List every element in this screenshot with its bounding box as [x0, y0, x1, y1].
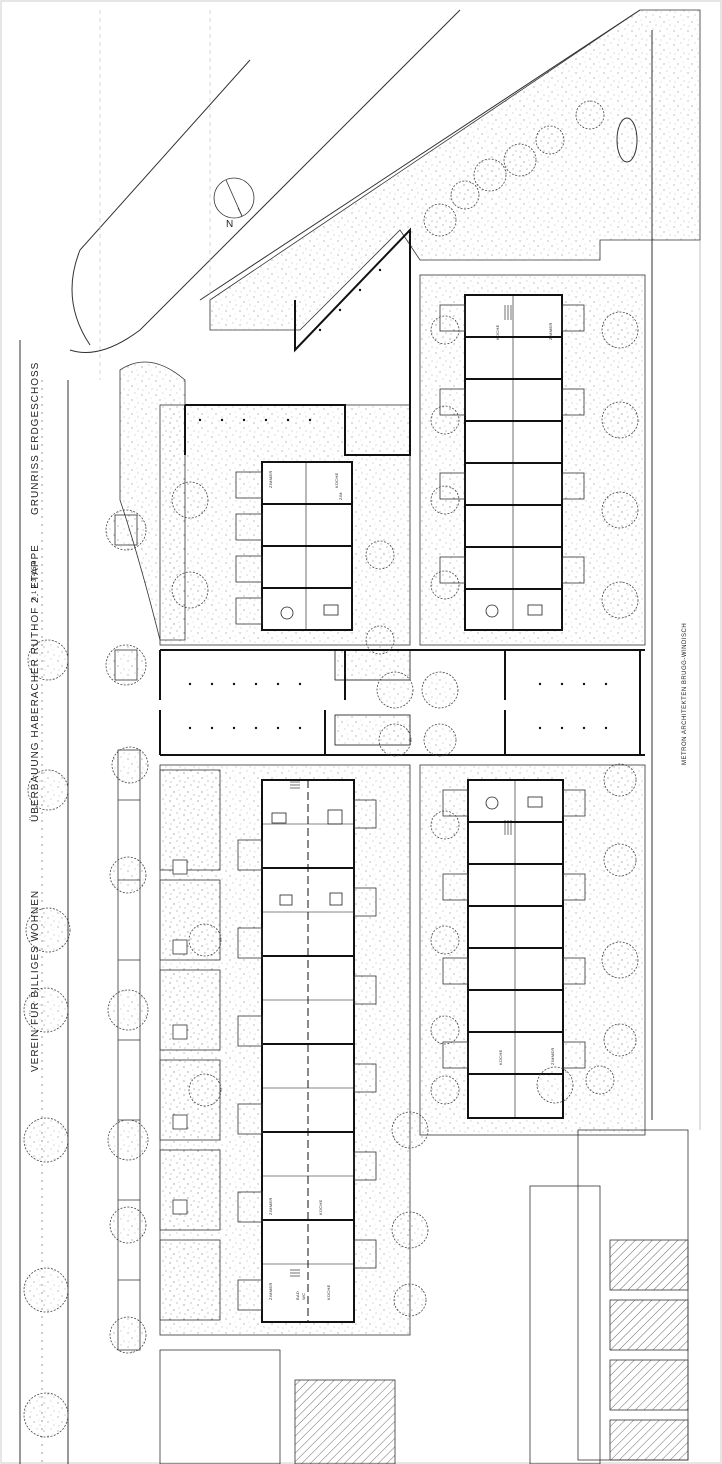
garden-boxes-upper	[235, 304, 585, 625]
trees	[23, 100, 639, 1438]
north-label: N	[226, 219, 234, 230]
lower-left-row-houses	[261, 779, 355, 1323]
room-label-zimmer: ZIMMER	[268, 1197, 273, 1215]
upper-left-row-houses	[261, 461, 353, 631]
architect-credit: METRON ARCHITEKTEN BRUGG-WINDISCH	[682, 622, 688, 765]
stair-marks	[290, 305, 512, 1277]
room-label-bad: BAD	[295, 1290, 300, 1300]
room-label-kuche: KÜCHE	[318, 1199, 323, 1215]
lower-left-entry-boxes	[237, 799, 377, 1311]
lower-left-front-gardens	[159, 769, 221, 1321]
lower-right-row-houses	[467, 779, 564, 1119]
diagonal-road	[69, 9, 641, 353]
title-plan: GRUNRISS ERDGESCHOSS	[30, 361, 41, 515]
room-label-kuche: KÜCHE	[334, 472, 339, 488]
pond	[616, 117, 638, 163]
room-label-zimmer: ZIMMER	[550, 1047, 555, 1065]
parking-dots	[188, 268, 608, 730]
ground-top-right	[209, 9, 701, 331]
room-label-zimmer: ZIMMER	[268, 1282, 273, 1300]
north-arrow	[213, 177, 255, 219]
upper-right-row-houses	[464, 294, 563, 631]
room-label-kuche: KÜCHE	[326, 1284, 331, 1300]
room-label-wc: WC	[301, 1292, 306, 1300]
lower-left-garden-posts	[172, 859, 188, 1215]
furniture	[271, 604, 543, 906]
room-label-zim: ZIM	[338, 492, 343, 500]
room-label-kuche: KÜCHE	[498, 1049, 503, 1065]
room-label-kuche: KÜCHE	[495, 324, 500, 340]
room-label-zimmer: ZIMMER	[548, 322, 553, 340]
scale-bar-label: 0 1 2 3 4 5 6	[32, 560, 38, 600]
room-label-zimmer: ZIMMER	[268, 470, 273, 488]
neighbouring-buildings	[159, 1129, 689, 1464]
title-client: VEREIN FÜR BILLIGES WOHNEN	[30, 889, 41, 1072]
parking-wall-top	[184, 227, 411, 456]
